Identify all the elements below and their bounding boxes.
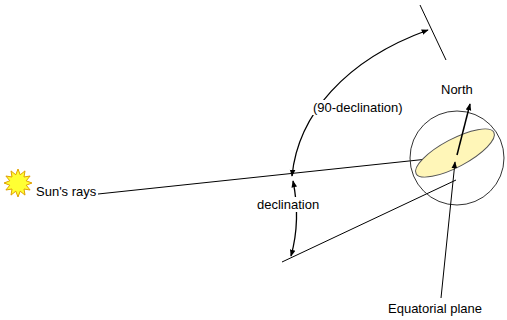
north-axis-arrow [457,104,470,155]
sun-ray-line [98,156,456,194]
equatorial-direction-line [282,180,456,262]
earth-sphere [410,111,504,205]
part-label: Equatorial plane [387,301,483,316]
axis-label: North [440,82,474,97]
angle-label: declination [256,197,320,212]
leader-line [441,162,455,298]
angle-arc [291,181,297,256]
sun-icon [4,169,32,197]
angle-arc [292,30,428,176]
equatorial-plane-disc [410,120,501,186]
angle-label: (90-declination) [312,100,404,115]
ray-label: Sun's rays [35,184,97,199]
reference-line [420,5,446,60]
